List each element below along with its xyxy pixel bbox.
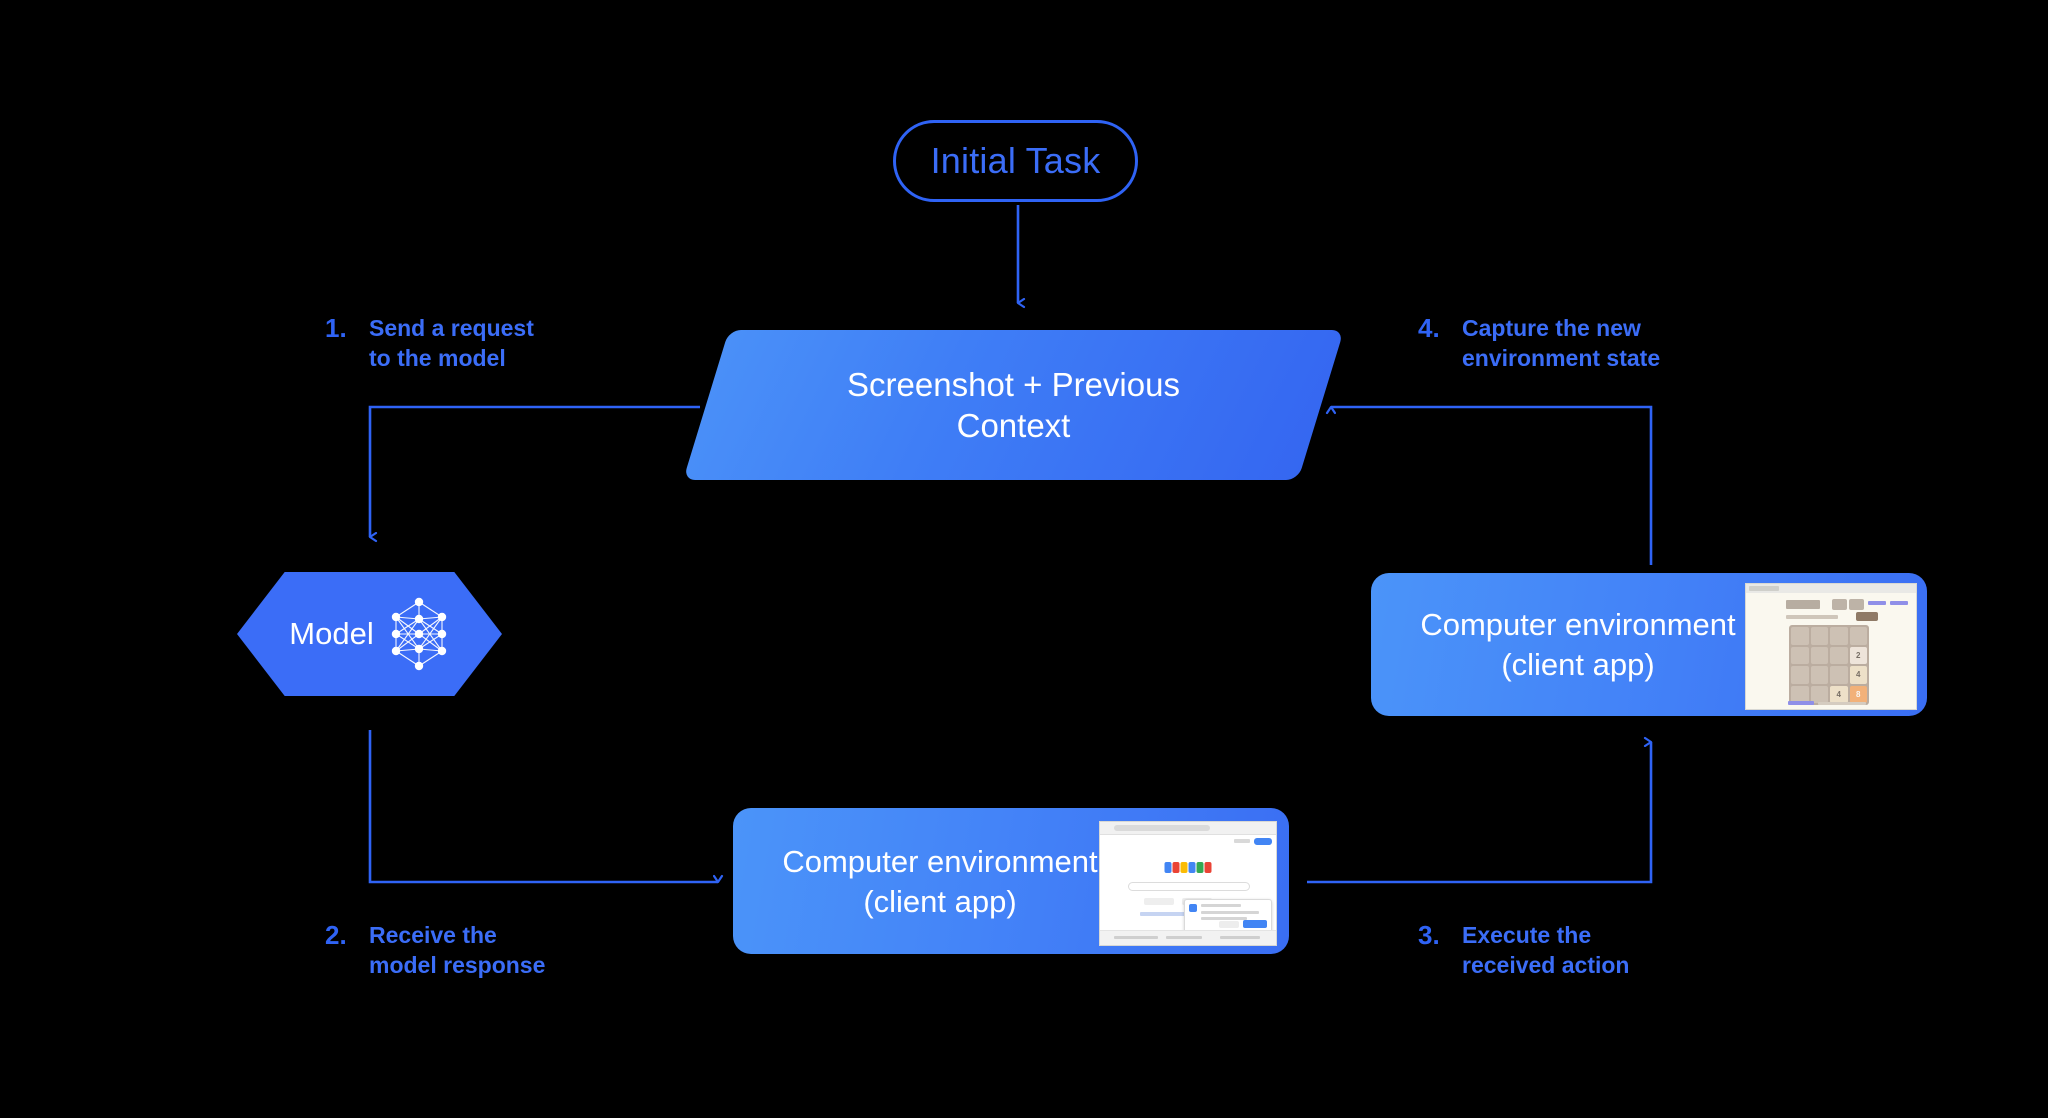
tile bbox=[1810, 646, 1828, 664]
model-node-shape bbox=[237, 572, 502, 696]
browser-chrome-bar bbox=[1100, 822, 1276, 835]
step-label-1: 1. Send a request to the model bbox=[325, 313, 534, 373]
step-number: 2. bbox=[325, 920, 347, 950]
thumbnail-2048-game: 2 4 4 8 bbox=[1745, 583, 1917, 710]
initial-task-label: Initial Task bbox=[930, 140, 1101, 181]
game-grid: 2 4 4 8 bbox=[1789, 625, 1869, 705]
new-game-button[interactable] bbox=[1856, 612, 1878, 621]
subtitle-text bbox=[1786, 615, 1838, 619]
env-card-right-line2: (client app) bbox=[1501, 647, 1655, 682]
tile: 4 bbox=[1849, 666, 1867, 684]
env-card-bottom-label: Computer environment (client app) bbox=[755, 842, 1125, 922]
model-node: Model bbox=[237, 572, 502, 696]
context-node-line2: Context bbox=[956, 407, 1071, 444]
footer-link-group-3 bbox=[1220, 936, 1260, 939]
context-node: Screenshot + Previous Context bbox=[683, 330, 1344, 480]
footer-link-group-2 bbox=[1166, 936, 1202, 939]
context-node-line1: Screenshot + Previous bbox=[847, 366, 1180, 403]
neural-network-icon bbox=[391, 597, 446, 671]
tile: 8 bbox=[1849, 685, 1867, 703]
tile bbox=[1830, 646, 1848, 664]
header-links bbox=[1234, 839, 1250, 843]
dialog-body-2 bbox=[1201, 917, 1247, 920]
browser-tab bbox=[1749, 586, 1779, 591]
step-label-2: 2. Receive the model response bbox=[325, 920, 545, 980]
tile: 4 bbox=[1830, 685, 1848, 703]
site-title-2048 bbox=[1786, 600, 1820, 609]
dialog-body-1 bbox=[1201, 911, 1259, 914]
connector-context-to-model bbox=[368, 405, 700, 537]
step-number: 1. bbox=[325, 313, 347, 343]
sign-in-button[interactable] bbox=[1254, 838, 1272, 845]
tile bbox=[1810, 685, 1828, 703]
footer-link bbox=[1788, 701, 1814, 705]
context-node-text: Screenshot + Previous Context bbox=[706, 330, 1321, 480]
model-node-label: Model bbox=[289, 616, 374, 651]
tile bbox=[1810, 627, 1828, 645]
thumbnail-google-search bbox=[1099, 821, 1277, 946]
tile bbox=[1810, 666, 1828, 684]
connector-env-right-to-context bbox=[1331, 405, 1653, 565]
header-link-2 bbox=[1890, 601, 1908, 605]
tile bbox=[1830, 627, 1848, 645]
env-card-bottom: Computer environment (client app) bbox=[733, 808, 1289, 954]
tile bbox=[1830, 666, 1848, 684]
search-input[interactable] bbox=[1128, 882, 1250, 891]
dialog-primary-button[interactable] bbox=[1243, 920, 1267, 928]
footer-text bbox=[1818, 702, 1866, 705]
popup-dialog bbox=[1184, 899, 1272, 933]
footer-link-group-1 bbox=[1114, 936, 1158, 939]
google-logo-icon bbox=[1164, 862, 1212, 873]
step-number: 3. bbox=[1418, 920, 1440, 950]
page-footer bbox=[1100, 930, 1276, 945]
tile: 2 bbox=[1849, 646, 1867, 664]
env-card-bottom-line2: (client app) bbox=[863, 884, 1017, 919]
tile bbox=[1791, 685, 1809, 703]
initial-task-node: Initial Task bbox=[893, 120, 1138, 202]
page-body: 2 4 4 8 bbox=[1746, 593, 1916, 709]
connector-env-bottom-to-env-right bbox=[1307, 742, 1653, 884]
dialog-title bbox=[1201, 904, 1241, 907]
header-link-1 bbox=[1868, 601, 1886, 605]
tile bbox=[1791, 666, 1809, 684]
best-box bbox=[1849, 599, 1864, 610]
step-number: 4. bbox=[1418, 313, 1440, 343]
tile bbox=[1791, 627, 1809, 645]
dialog-secondary-button[interactable] bbox=[1219, 921, 1239, 928]
search-button[interactable] bbox=[1144, 898, 1174, 905]
env-card-right-label: Computer environment (client app) bbox=[1393, 605, 1763, 685]
step-text: Receive the model response bbox=[369, 922, 546, 978]
env-card-right: Computer environment (client app) bbox=[1371, 573, 1927, 716]
env-card-bottom-line1: Computer environment bbox=[782, 844, 1098, 879]
step-label-3: 3. Execute the received action bbox=[1418, 920, 1629, 980]
connector-model-to-env-bottom bbox=[368, 730, 718, 884]
address-bar[interactable] bbox=[1114, 825, 1210, 831]
step-text: Capture the new environment state bbox=[1462, 315, 1661, 371]
dialog-icon bbox=[1189, 904, 1197, 912]
env-card-right-line1: Computer environment bbox=[1420, 607, 1736, 642]
tile bbox=[1849, 627, 1867, 645]
tile bbox=[1791, 646, 1809, 664]
step-text: Send a request to the model bbox=[369, 315, 534, 371]
step-text: Execute the received action bbox=[1462, 922, 1630, 978]
score-box bbox=[1832, 599, 1847, 610]
step-label-4: 4. Capture the new environment state bbox=[1418, 313, 1660, 373]
